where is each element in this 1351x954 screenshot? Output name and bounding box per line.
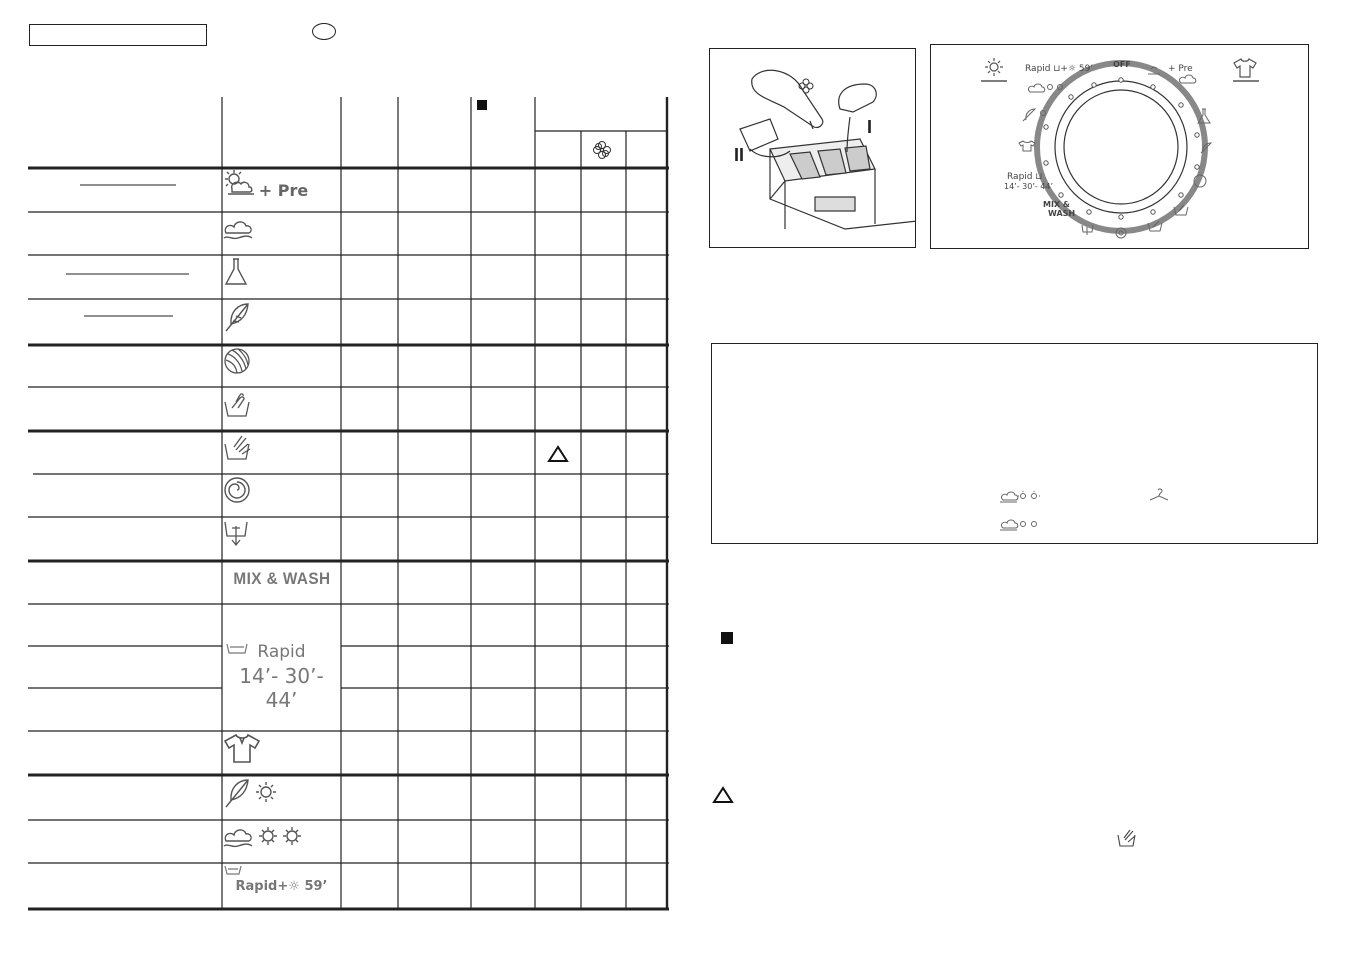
rapid59-label: Rapid	[235, 878, 278, 894]
cotton-icon	[1001, 519, 1019, 529]
drain-icon	[224, 521, 248, 547]
spin-icon	[1115, 227, 1127, 239]
header-title-box	[29, 24, 207, 46]
dial-rapid-label: Rapid ⊔	[1007, 172, 1043, 182]
black-square-marker	[721, 632, 733, 644]
shirt-icon	[1233, 58, 1259, 82]
synthetic-icon	[224, 258, 248, 285]
cotton-icon	[1001, 491, 1019, 501]
synthetic-icon	[1197, 108, 1211, 124]
handwash-icon	[224, 393, 250, 417]
warning-triangle-icon	[712, 786, 734, 803]
drain-symbol	[222, 518, 341, 561]
rapid59-symbol: Rapid +☼ 59’	[222, 864, 341, 908]
dial-off-label: OFF	[1113, 60, 1131, 69]
delicate-icon	[225, 303, 249, 332]
shirt-symbol	[222, 732, 341, 775]
rinse-icon	[224, 435, 251, 460]
shirt-icon	[223, 733, 261, 763]
dispenser-illustration: II I	[709, 48, 936, 248]
cotton-icon	[1028, 83, 1046, 93]
handwash-icon	[1173, 204, 1189, 216]
rapid-symbol: Rapid 14’- 30’- 44’	[222, 642, 341, 712]
dial-drawing	[981, 58, 1259, 239]
prewash-label: + Pre	[258, 181, 309, 200]
sun-icon	[981, 58, 1007, 82]
compartment-i-label: I	[867, 117, 873, 137]
prewash-icon	[1148, 66, 1160, 75]
spin-symbol	[222, 475, 341, 517]
delicate-icon	[1022, 108, 1037, 122]
delicate-icon	[1200, 142, 1213, 154]
rinse-symbol	[222, 432, 341, 474]
spin-icon	[224, 477, 250, 503]
prewash-symbol: + Pre	[222, 169, 341, 212]
rapid-label: Rapid	[257, 642, 306, 662]
hanger-icon	[1149, 488, 1169, 501]
dial-wash-label: WASH	[1048, 209, 1076, 218]
language-badge	[312, 23, 336, 40]
dial-mix-label: MIX &	[1043, 200, 1070, 209]
warning-triangle-icon	[547, 445, 569, 462]
cotton-eco-icon	[223, 827, 301, 848]
shirt-icon	[1018, 140, 1036, 152]
programme-dial-panel: Rapid ⊔+☼ 59’ OFF + Pre Rapid ⊔ 14’- 30’…	[930, 44, 1309, 249]
rinse-icon	[1117, 829, 1136, 847]
delicate-symbol	[222, 300, 341, 345]
flower-icon	[593, 141, 611, 159]
tub-icon	[224, 865, 242, 875]
delicate-sun-symbol	[222, 776, 341, 820]
programme-table: + Pre	[28, 97, 669, 912]
handwash-symbol	[222, 388, 341, 431]
note-symbols	[1000, 488, 1169, 531]
table-grid	[28, 97, 669, 911]
rinse-icon	[1147, 220, 1163, 232]
drain-icon	[1081, 224, 1094, 235]
cotton-icon	[223, 221, 253, 240]
wool-icon	[224, 348, 250, 374]
delicate-sun-icon	[225, 779, 276, 808]
synthetic-symbol	[222, 256, 341, 299]
prewash-icon	[225, 170, 254, 195]
dial-prewash-label: + Pre	[1168, 64, 1193, 74]
cotton-eco-symbol	[222, 821, 341, 863]
compartment-ii-label: II	[734, 145, 745, 165]
wool-icon	[1193, 174, 1207, 188]
dial-rapid-times: 14’- 30’- 44’	[1004, 182, 1054, 191]
rapid59-suffix: +☼ 59’	[277, 878, 328, 894]
dial-rapid59: Rapid ⊔+☼ 59’	[1025, 64, 1094, 74]
cotton-symbol	[222, 213, 341, 255]
tub-icon	[226, 643, 248, 654]
note-box	[711, 343, 1318, 544]
mix-wash-symbol: MIX & WASH	[222, 562, 341, 596]
mix-wash-label: MIX & WASH	[232, 569, 331, 588]
black-square-marker	[477, 100, 487, 110]
rapid-times: 14’- 30’- 44’	[239, 664, 324, 712]
wool-symbol	[222, 346, 341, 387]
